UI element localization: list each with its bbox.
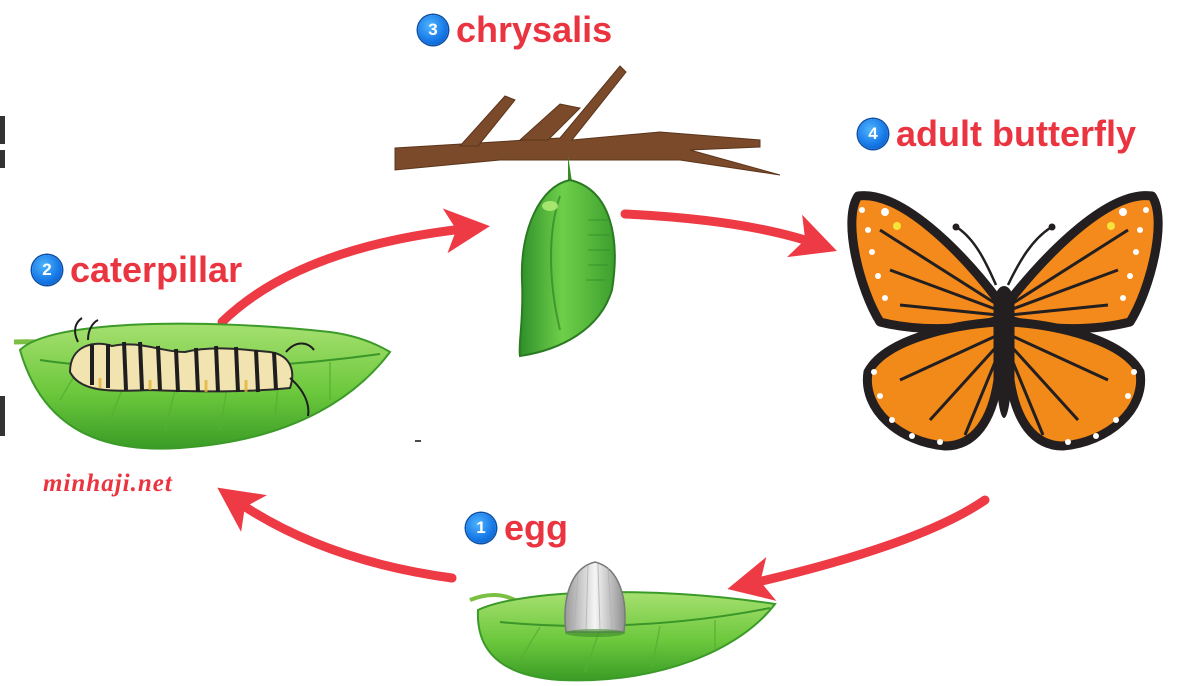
stage-label-adult-butterfly: 4 adult butterfly (858, 116, 1136, 152)
arrow-egg-to-caterpillar (232, 498, 452, 578)
stage-label-text: chrysalis (456, 12, 612, 48)
watermark: minhaji.net (43, 470, 173, 498)
stage-number-badge: 3 (418, 15, 448, 45)
stage-number-badge: 2 (32, 255, 62, 285)
stage-number-badge: 1 (466, 513, 496, 543)
stage-label-egg: 1 egg (466, 510, 568, 546)
stage-label-text: adult butterfly (896, 116, 1136, 152)
butterfly-illustration (852, 196, 1158, 446)
stage-number-badge: 4 (858, 119, 888, 149)
arrow-chrysalis-to-butterfly (625, 214, 820, 245)
arrow-butterfly-to-egg (745, 500, 985, 585)
left-edge-mark (0, 396, 5, 436)
stage-label-caterpillar: 2 caterpillar (32, 252, 242, 288)
left-edge-mark (0, 150, 5, 168)
speck (415, 440, 421, 442)
stage-label-text: egg (504, 510, 568, 546)
stage-label-text: caterpillar (70, 252, 242, 288)
stage-label-chrysalis: 3 chrysalis (418, 12, 612, 48)
chrysalis-illustration (520, 155, 615, 356)
branch-illustration (395, 66, 780, 175)
arrow-caterpillar-to-chrysalis (222, 228, 472, 322)
egg-illustration (565, 562, 625, 637)
left-edge-mark (0, 116, 5, 144)
